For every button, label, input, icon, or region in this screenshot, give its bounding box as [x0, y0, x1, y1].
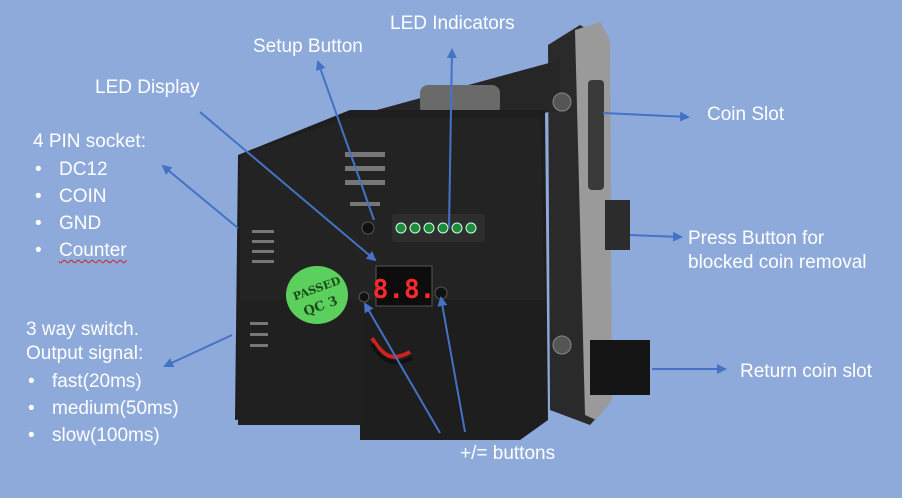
socket-annotation: 4 PIN socket: DC12 COIN GND Counter — [33, 130, 146, 264]
switch-title-line1: 3 way switch. — [26, 319, 139, 340]
socket-pin-item: Counter — [33, 237, 146, 264]
label-led-indicators: LED Indicators — [390, 12, 515, 36]
press-button — [605, 200, 630, 250]
led-indicators-row — [395, 222, 477, 234]
switch-signal-item: fast(20ms) — [26, 368, 179, 395]
label-press-button-line1: Press Button for — [688, 228, 825, 249]
minus-button-knob — [358, 291, 370, 303]
label-coin-slot-text: Coin Slot — [707, 104, 785, 125]
socket-pin-list: DC12 COIN GND Counter — [33, 156, 146, 264]
label-plus-minus-buttons: +/= buttons — [460, 442, 555, 466]
wires-dark — [370, 342, 413, 365]
label-led-display: LED Display — [95, 76, 200, 100]
label-setup-button: Setup Button — [253, 35, 363, 59]
coin-slot-opening — [588, 80, 604, 190]
arrow-plus-minus-right — [437, 296, 466, 433]
screws — [552, 92, 572, 355]
socket-pin-item: DC12 — [33, 156, 146, 183]
lower-board — [238, 300, 363, 425]
arrow-coin-slot — [602, 111, 690, 122]
label-coin-slot: Coin Slot — [707, 103, 784, 127]
switch-signal-item: medium(50ms) — [26, 395, 179, 422]
arrow-led-display — [199, 111, 377, 262]
label-plus-minus-buttons-text: +/= buttons — [460, 443, 556, 464]
wires — [370, 336, 411, 359]
arrow-setup-button — [315, 60, 375, 221]
label-return-coin-slot: Return coin slot — [740, 360, 872, 384]
switch-signal-item: slow(100ms) — [26, 422, 179, 449]
label-return-coin-slot-text: Return coin slot — [740, 361, 873, 382]
qc-sticker — [286, 266, 348, 324]
socket-pin-item: GND — [33, 210, 146, 237]
arrow-led-indicators — [446, 48, 457, 229]
arrow-3way-switch — [163, 334, 233, 368]
return-slot-block — [590, 340, 650, 395]
label-press-button: Press Button for blocked coin removal — [688, 227, 866, 275]
arrow-press-button — [629, 231, 683, 242]
printed-markings — [250, 152, 385, 347]
label-setup-button-text: Setup Button — [253, 36, 363, 57]
arrow-4pin-socket — [161, 164, 239, 229]
switch-signal-list: fast(20ms) medium(50ms) slow(100ms) — [26, 368, 179, 449]
arrow-plus-minus-left — [363, 302, 441, 434]
label-led-indicators-text: LED Indicators — [390, 13, 515, 34]
switch-annotation: 3 way switch. Output signal: fast(20ms) … — [26, 318, 179, 449]
upper-panel — [240, 118, 545, 300]
socket-pin-item: COIN — [33, 183, 146, 210]
led-display-window — [375, 265, 433, 307]
switch-title-line2: Output signal: — [26, 343, 144, 364]
led-display-digits: 8.8. — [373, 275, 436, 305]
label-led-display-text: LED Display — [95, 77, 200, 98]
roller — [420, 85, 500, 115]
socket-title: 4 PIN socket: — [33, 131, 146, 152]
label-press-button-line2: blocked coin removal — [688, 252, 867, 273]
setup-button-knob — [361, 221, 375, 235]
